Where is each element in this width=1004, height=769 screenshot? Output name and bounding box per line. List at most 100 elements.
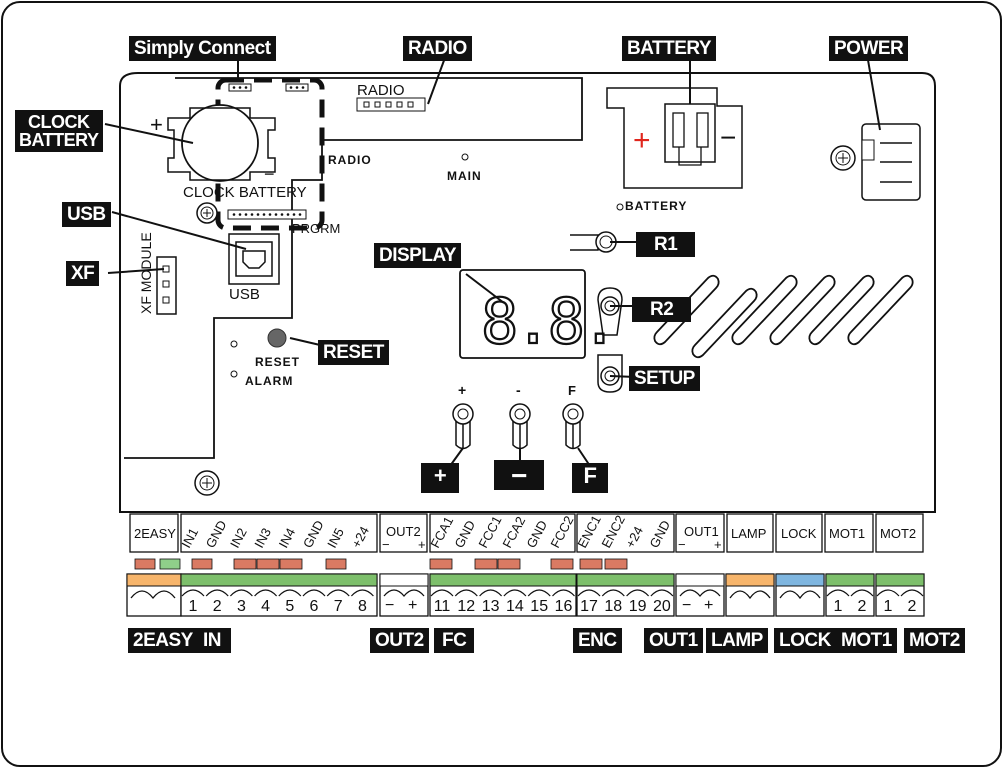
btn-f-silk: F — [568, 383, 576, 398]
power-connector — [861, 123, 921, 201]
terminal-out1 — [675, 573, 725, 617]
fc-screw-6 — [552, 589, 575, 597]
mot1-screw-1 — [826, 589, 850, 597]
radio-header — [356, 97, 426, 112]
in-screw-7 — [326, 589, 350, 597]
enc-screw-2 — [601, 589, 625, 597]
board-outline — [119, 72, 936, 513]
callout-power: POWER — [829, 36, 909, 61]
label-lamp: LAMP — [731, 526, 766, 541]
battery-led — [616, 203, 624, 211]
fc-number-1: 11 — [434, 598, 451, 615]
terminal-enc — [576, 573, 675, 617]
enc-screw-3 — [626, 589, 650, 597]
mot1-screw-2 — [850, 589, 874, 597]
module-panel — [124, 77, 583, 459]
alarm-led — [230, 370, 238, 378]
callout-setup: SETUP — [629, 366, 700, 391]
in-number-3: 3 — [237, 598, 246, 615]
fc-screw-1 — [430, 589, 454, 597]
setup-jumper — [597, 354, 623, 393]
in-screw-1 — [181, 589, 205, 597]
xf-module-silk: XF MODULE — [138, 232, 154, 314]
callout-minus: − — [494, 460, 544, 490]
callout-in: IN — [193, 628, 231, 653]
callout-f: F — [572, 463, 608, 493]
in-screw-2 — [205, 589, 229, 597]
mot2-screw-1 — [876, 589, 900, 597]
callout-r1: R1 — [636, 232, 696, 257]
reset-led — [230, 340, 238, 348]
display-frame — [459, 269, 586, 359]
callout-mot1: MOT1 — [836, 628, 897, 653]
out2-minus-silk: − — [382, 537, 390, 552]
out1-minus-silk: − — [678, 537, 686, 552]
battery-silk: BATTERY — [625, 199, 687, 213]
prgrm-header — [227, 209, 307, 220]
enc-number-1: 17 — [580, 598, 598, 615]
label-2easy: 2EASY — [134, 526, 176, 541]
enc-screw-4 — [650, 589, 674, 597]
label-lock: LOCK — [781, 526, 817, 541]
callout-r2: R2 — [632, 297, 692, 322]
terminal-lamp — [725, 573, 775, 617]
in-number-6: 6 — [310, 598, 319, 615]
clock-battery-holder — [167, 104, 276, 182]
clock-battery-silk: CLOCK BATTERY — [183, 184, 307, 201]
reset-button — [267, 328, 287, 348]
board-screw-bottom — [194, 470, 220, 496]
terminal-mot1 — [825, 573, 875, 617]
terminal-out2 — [379, 573, 429, 617]
callout-battery: BATTERY — [622, 36, 717, 61]
callout-out2: OUT2 — [370, 628, 429, 653]
fc-number-2: 12 — [457, 598, 475, 615]
callout-clock-battery: CLOCK BATTERY — [15, 110, 103, 152]
btn-plus-silk: + — [458, 382, 466, 398]
in-number-4: 4 — [261, 598, 270, 615]
callout-lamp: LAMP — [706, 628, 768, 653]
in-screw-6 — [302, 589, 326, 597]
btn-minus-silk: - — [516, 382, 521, 398]
clock-battery-plus: + — [150, 112, 163, 137]
radio-silk: RADIO — [328, 153, 372, 167]
fc-number-3: 13 — [482, 598, 500, 615]
led-row — [134, 558, 628, 570]
plus-button — [452, 403, 474, 450]
in-screw-4 — [254, 589, 278, 597]
fc-number-4: 14 — [506, 598, 524, 615]
fc-number-6: 16 — [555, 598, 573, 615]
enc-number-2: 18 — [604, 598, 622, 615]
fc-screw-2 — [454, 589, 478, 597]
fc-number-5: 15 — [530, 598, 548, 615]
callout-enc: ENC — [573, 628, 622, 653]
in-screw-3 — [229, 589, 253, 597]
label-out2: OUT2 — [386, 524, 421, 539]
main-led — [461, 153, 469, 161]
out2-plus-silk: + — [418, 537, 426, 552]
heatsink-slots — [653, 274, 914, 359]
out2-minus-num: − — [385, 597, 394, 614]
label-mot1: MOT1 — [829, 526, 865, 541]
terminal-lock — [775, 573, 825, 617]
terminal-2easy — [126, 573, 182, 617]
fc-screw-4 — [503, 589, 527, 597]
mot1-number-1: 1 — [834, 598, 843, 615]
prgrm-silk: PRGRM — [292, 221, 340, 236]
callout-clock-battery-line1: CLOCK — [28, 112, 90, 132]
callout-display: DISPLAY — [374, 243, 462, 268]
enc-number-4: 20 — [653, 598, 671, 615]
mot2-number-2: 2 — [908, 598, 917, 615]
callout-fc: FC — [434, 628, 475, 653]
xf-module-header — [156, 256, 177, 315]
f-button — [562, 403, 584, 450]
terminal-mot2 — [875, 573, 925, 617]
callout-usb: USB — [62, 202, 111, 227]
in-number-5: 5 — [285, 598, 294, 615]
battery-minus-sign: − — [720, 122, 736, 153]
terminal-label-strip — [129, 513, 924, 553]
display-digits: 8.8. — [481, 285, 614, 358]
clock-battery-screw — [196, 202, 218, 224]
